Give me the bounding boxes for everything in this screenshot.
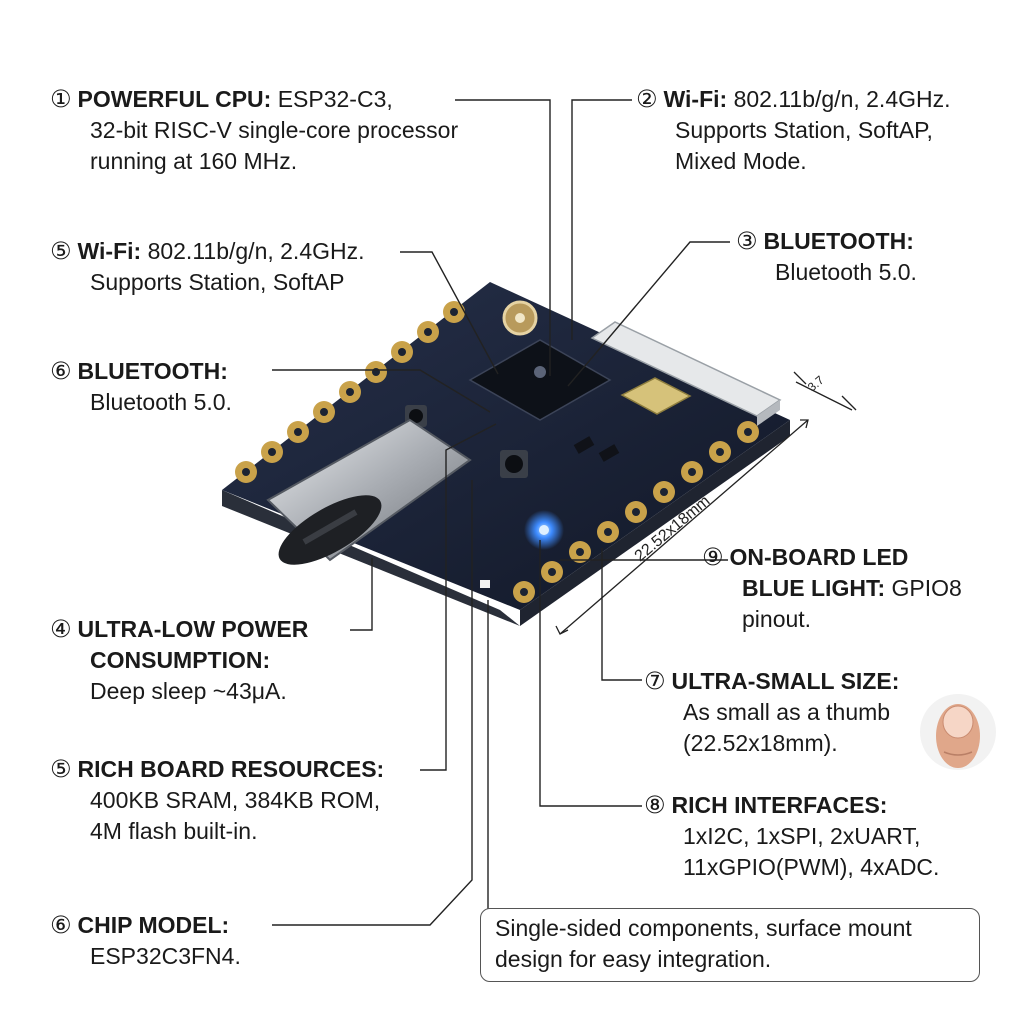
integration-note-box: Single-sided components, surface mount d… — [480, 908, 980, 982]
leader-lines — [272, 99, 730, 926]
integration-note-text: Single-sided components, surface mount d… — [495, 915, 912, 972]
pcb-edge-right — [520, 420, 790, 626]
callout-heading: POWERFUL CPU: — [77, 86, 272, 112]
thumb-image — [920, 694, 996, 770]
esp32-chip — [468, 339, 612, 421]
number-badge: ① — [50, 85, 72, 113]
dimension-thickness-label: 3.7 — [805, 373, 827, 395]
dimension-marker — [555, 371, 857, 635]
crystal-oscillator — [620, 377, 692, 415]
